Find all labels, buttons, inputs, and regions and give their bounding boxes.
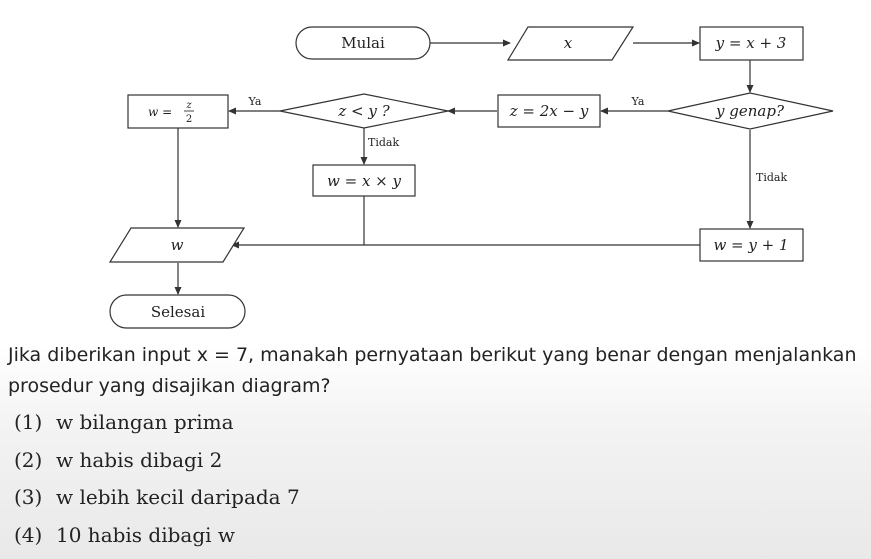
output-label: w: [171, 236, 184, 254]
options-list: (1)w bilangan prima (2)w habis dibagi 2 …: [14, 404, 300, 554]
output-parallelogram: [108, 227, 246, 263]
start-label: Mulai: [341, 34, 385, 52]
edge-label-yes-compare: Ya: [248, 95, 262, 108]
option-text: w bilangan prima: [56, 410, 234, 434]
option-number: (2): [14, 447, 43, 472]
question-text: Jika diberikan input x = 7, manakah pern…: [8, 344, 857, 397]
assign-half-lhs: w =: [148, 105, 172, 119]
edge-label-yes-even: Ya: [631, 95, 645, 108]
option-number: (3): [14, 485, 43, 509]
option-number: (1): [14, 410, 43, 434]
assign-product-label: w = x × y: [327, 172, 402, 190]
assign-y-box: [699, 26, 804, 61]
edge-label-no-compare: Tidak: [368, 136, 399, 149]
option-text: 10 habis dibagi w: [56, 522, 236, 547]
decision-even-label: y genap?: [715, 102, 785, 120]
option-text: w lebih kecil daripada 7: [56, 485, 300, 509]
start-terminal: [295, 26, 431, 60]
flowchart-edges: [174, 39, 754, 295]
end-label: Selesai: [151, 303, 205, 321]
assign-z-label: z = 2x − y: [509, 102, 589, 120]
assign-z-box: [497, 94, 601, 128]
assign-half-numerator: z: [185, 100, 192, 111]
end-terminal: [109, 294, 246, 329]
flowchart: Mulai x y = x + 3 y genap? z = 2x − y z …: [108, 26, 834, 329]
input-parallelogram: [506, 26, 635, 61]
assign-plus-label: w = y + 1: [713, 236, 788, 254]
option-item: (3) w lebih kecil daripada 7: [14, 479, 300, 517]
option-number: (4): [14, 522, 43, 547]
decision-compare-diamond: [279, 93, 449, 129]
option-item: (4) 10 habis dibagi w: [14, 517, 300, 555]
assign-plus-box: [699, 228, 804, 262]
assign-y-label: y = x + 3: [715, 34, 787, 52]
assign-product-box: [312, 164, 416, 197]
assign-half-denominator: 2: [186, 114, 192, 125]
option-item: (2) w habis dibagi 2: [14, 442, 300, 480]
edge-label-no-even: Tidak: [756, 171, 787, 184]
option-item: (1) w bilangan prima: [14, 404, 300, 442]
assign-half-box: [127, 94, 229, 129]
decision-compare-label: z < y ?: [337, 102, 390, 120]
decision-even-diamond: [667, 92, 834, 130]
input-label: x: [564, 34, 573, 52]
option-text: w habis dibagi 2: [56, 447, 223, 472]
